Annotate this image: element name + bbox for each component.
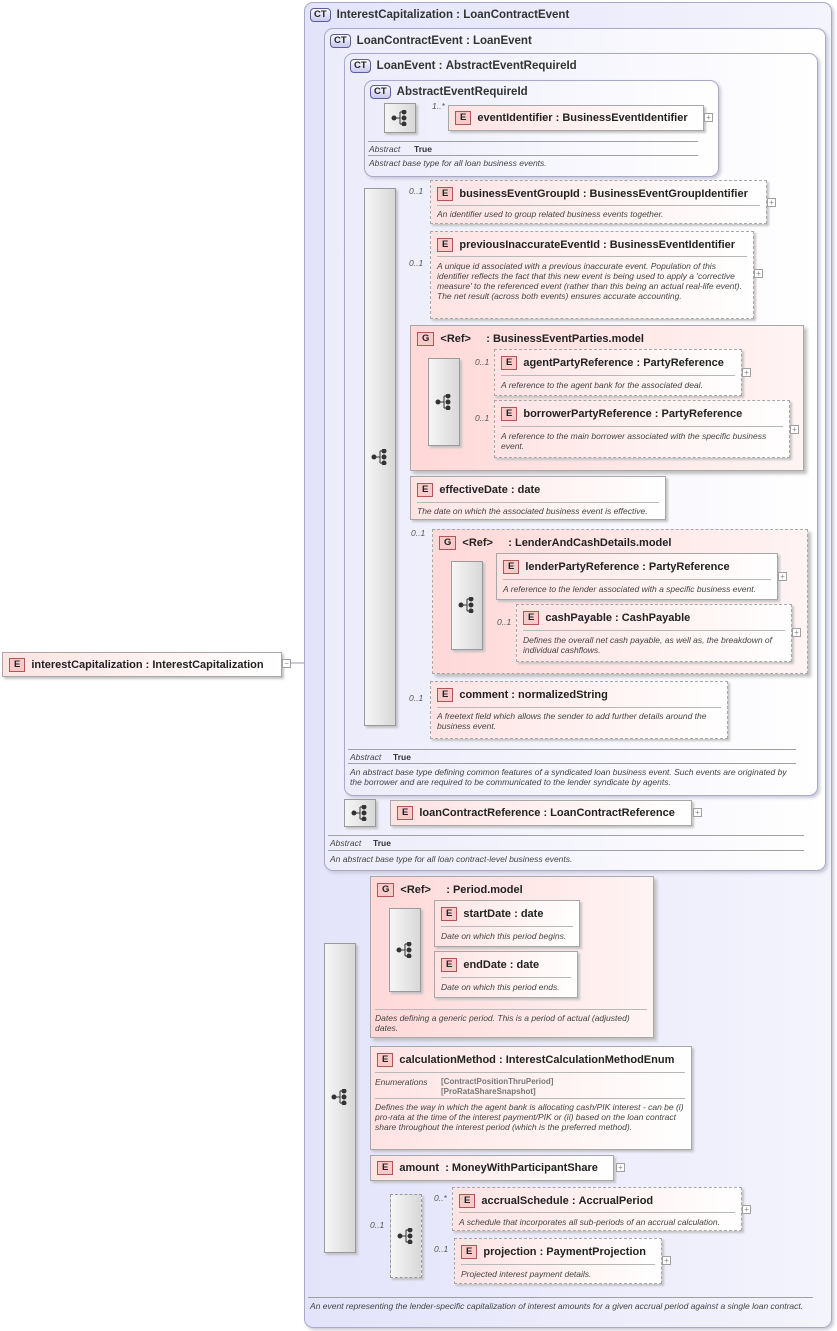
expand-icon[interactable]: + [742, 1205, 751, 1214]
sequence-compositor[interactable] [389, 908, 421, 992]
element-badge: E [441, 958, 458, 972]
sequence-icon [331, 1089, 347, 1105]
sequence-icon [391, 110, 407, 126]
expand-icon[interactable]: + [754, 269, 763, 278]
expand-icon[interactable]: + [742, 368, 751, 377]
expand-icon[interactable]: + [693, 808, 702, 817]
element-badge: E [441, 907, 458, 921]
collapse-toggle-icon[interactable]: − [282, 659, 291, 668]
element-badge: E [437, 688, 454, 702]
element-type: InterestCapitalization [152, 659, 264, 671]
sequence-compositor[interactable] [451, 561, 483, 650]
group-badge: G [417, 332, 435, 346]
sequence-compositor-bottom[interactable] [324, 943, 356, 1253]
expand-icon[interactable]: + [790, 425, 799, 434]
group-badge: G [377, 883, 395, 897]
element-badge: E [437, 238, 454, 252]
element-badge: E [9, 658, 26, 672]
sequence-icon [397, 1228, 413, 1244]
element-badge: E [437, 187, 454, 201]
sequence-compositor[interactable] [428, 358, 460, 446]
complex-type-badge-icon: CT [330, 34, 351, 48]
expand-icon[interactable]: + [767, 198, 776, 207]
sequence-icon [435, 394, 451, 410]
element-name: interestCapitalization [31, 659, 143, 671]
complex-type-badge-icon: CT [310, 8, 331, 22]
element-badge: E [459, 1194, 476, 1208]
element-badge: E [377, 1053, 394, 1067]
element-badge: E [461, 1245, 478, 1259]
sequence-icon [371, 449, 387, 465]
element-badge: E [397, 806, 414, 820]
expand-icon[interactable]: + [778, 572, 787, 581]
element-badge: E [377, 1161, 394, 1175]
expand-icon[interactable]: + [792, 628, 801, 637]
sequence-icon [351, 805, 367, 821]
group-badge: G [439, 536, 457, 550]
sequence-icon [458, 597, 474, 613]
cardinality-label: 1..* [432, 101, 445, 111]
sequence-compositor-optional[interactable] [390, 1194, 422, 1278]
element-badge: E [455, 111, 472, 125]
sequence-compositor[interactable] [344, 799, 376, 827]
expand-icon[interactable]: + [616, 1163, 625, 1172]
element-badge: E [501, 356, 518, 370]
sequence-compositor-main[interactable] [364, 188, 396, 726]
element-badge: E [417, 483, 434, 497]
complex-type-badge-icon: CT [350, 59, 371, 73]
sequence-icon [396, 942, 412, 958]
expand-icon[interactable]: + [662, 1256, 671, 1265]
sequence-compositor[interactable] [384, 103, 416, 133]
expand-icon[interactable]: + [704, 113, 713, 122]
element-badge: E [523, 611, 540, 625]
complex-type-badge-icon: CT [370, 85, 391, 99]
element-badge: E [503, 560, 520, 574]
element-badge: E [501, 407, 518, 421]
